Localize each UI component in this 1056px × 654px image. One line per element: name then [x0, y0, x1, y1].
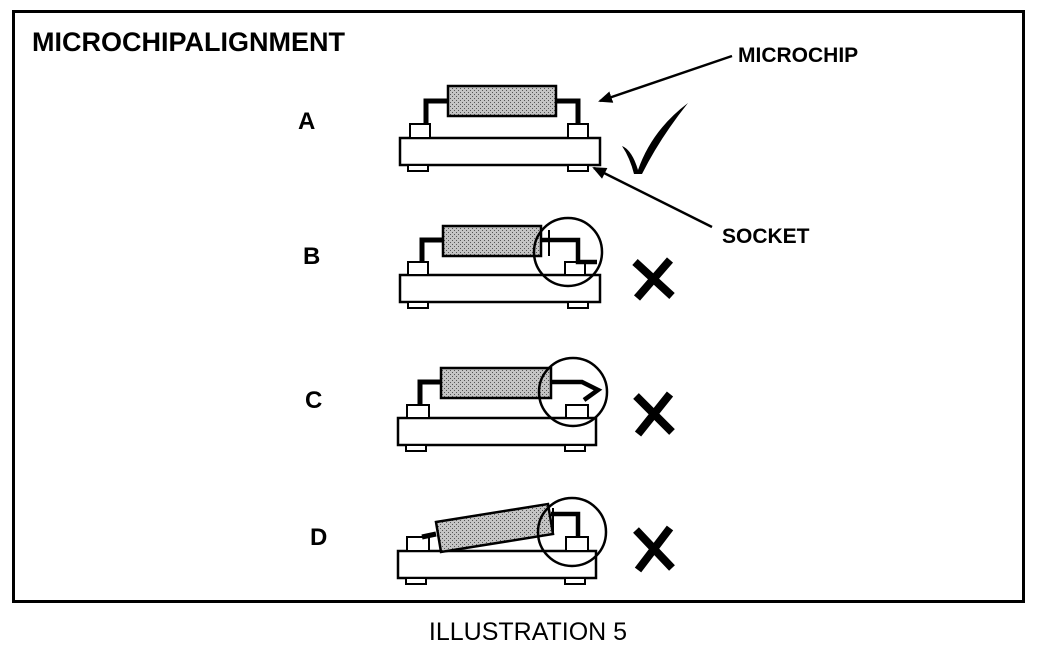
assembly-c — [396, 356, 609, 452]
chip-pin-right-a — [556, 98, 581, 124]
socket-base-a — [398, 136, 602, 167]
socket-pointer-arrow — [592, 166, 713, 229]
chip-pin-left-b — [419, 237, 443, 262]
problem-highlight-circle-c — [537, 356, 609, 428]
socket-foot-right-a — [567, 164, 589, 172]
microchip-body-d — [434, 502, 555, 554]
socket-foot-right-d — [564, 577, 586, 585]
checkmark-icon — [622, 103, 688, 174]
assembly-b — [398, 216, 604, 309]
socket-contact-left-b — [407, 261, 429, 276]
microchip-pointer-arrow — [598, 54, 733, 103]
socket-foot-left-a — [407, 164, 429, 172]
microchip-body-b — [441, 224, 543, 258]
chip-pin-right-c — [551, 379, 603, 402]
x-mark-icon-d — [633, 525, 675, 573]
figure-caption: ILLUSTRATION 5 — [428, 618, 628, 646]
assembly-a — [398, 84, 602, 172]
x-mark-icon-b — [632, 257, 675, 301]
chip-pin-left-d — [421, 531, 437, 540]
assembly-d — [396, 496, 608, 585]
socket-contact-left-a — [409, 123, 431, 139]
socket-foot-right-c — [564, 444, 586, 452]
socket-callout: SOCKET — [722, 225, 810, 248]
socket-foot-left-c — [405, 444, 427, 452]
chip-pin-left-c — [417, 379, 441, 405]
socket-contact-right-c — [565, 404, 589, 419]
problem-highlight-circle-b — [532, 216, 604, 288]
socket-base-b — [398, 273, 602, 304]
row-label-a: A — [298, 108, 316, 135]
row-label-d: D — [310, 524, 328, 551]
illustration-frame — [12, 10, 1025, 603]
microchip-body-c — [439, 366, 553, 400]
chip-pin-right-d — [551, 511, 581, 537]
socket-base-c — [396, 416, 598, 447]
diagram-title: MICROCHIPALIGNMENT — [32, 27, 345, 57]
problem-highlight-circle-d — [536, 496, 608, 568]
chip-pin-right-b — [541, 237, 597, 265]
socket-contact-right-d — [565, 536, 589, 552]
socket-contact-left-c — [406, 404, 430, 419]
socket-foot-left-b — [407, 301, 429, 309]
microchip-callout: MICROCHIP — [738, 44, 859, 67]
x-mark-icon-c — [633, 391, 675, 437]
microchip-body-a — [446, 84, 558, 118]
socket-foot-right-b — [567, 301, 589, 309]
socket-contact-right-a — [567, 123, 589, 139]
row-label-b: B — [303, 243, 321, 270]
chip-pin-left-a — [423, 98, 448, 124]
socket-foot-left-d — [405, 577, 427, 585]
row-label-c: C — [305, 387, 323, 414]
socket-contact-left-d — [406, 536, 430, 552]
socket-contact-right-b — [564, 261, 586, 276]
